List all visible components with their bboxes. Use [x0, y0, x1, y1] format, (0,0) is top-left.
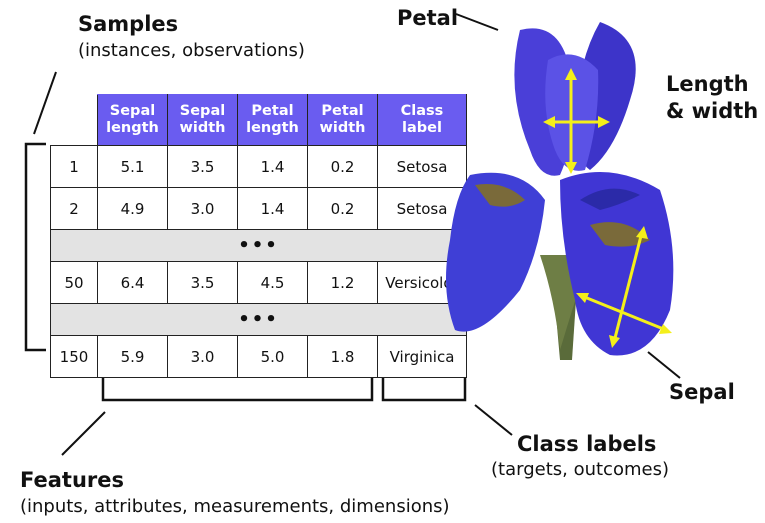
cell-petal-length: 5.0: [237, 335, 308, 378]
features-title: Features: [20, 468, 124, 492]
iris-flower-image: [446, 22, 674, 360]
cell-class-label: Virginica: [377, 335, 467, 378]
class-leader-line: [474, 404, 513, 436]
samples-title: Samples: [78, 12, 179, 36]
samples-bracket: [24, 142, 46, 352]
petal-label: Petal: [397, 6, 459, 30]
cell-sepal-width: 3.0: [167, 187, 238, 230]
features-subtitle: (inputs, attributes, measurements, dimen…: [20, 496, 450, 517]
cell-sepal-length: 5.9: [97, 335, 168, 378]
cell-petal-width: 0.2: [307, 187, 378, 230]
class-labels-title: Class labels: [517, 432, 657, 456]
cell-id: 150: [50, 335, 98, 378]
cell-id: 1: [50, 145, 98, 188]
sepal-leader-line: [647, 351, 681, 379]
sepal-label: Sepal: [669, 380, 735, 404]
features-leader-line: [61, 411, 106, 456]
cell-id: 2: [50, 187, 98, 230]
cell-sepal-width: 3.5: [167, 145, 238, 188]
cell-sepal-width: 3.0: [167, 335, 238, 378]
samples-leader-line: [33, 71, 57, 135]
samples-subtitle: (instances, observations): [78, 40, 305, 61]
class-bracket: [381, 378, 467, 402]
cell-petal-length: 1.4: [237, 145, 308, 188]
length-label: Length: [666, 72, 749, 96]
petal-leader-line: [455, 13, 499, 31]
cell-sepal-width: 3.5: [167, 261, 238, 304]
table-row: 50 6.4 3.5 4.5 1.2 Versicolor: [50, 261, 467, 304]
cell-sepal-length: 5.1: [97, 145, 168, 188]
features-bracket: [101, 378, 374, 402]
table-row: 150 5.9 3.0 5.0 1.8 Virginica: [50, 335, 467, 378]
cell-petal-width: 1.2: [307, 261, 378, 304]
table-row: 1 5.1 3.5 1.4 0.2 Setosa: [50, 145, 467, 188]
width-label: & width: [666, 99, 759, 123]
class-labels-subtitle: (targets, outcomes): [491, 459, 669, 480]
